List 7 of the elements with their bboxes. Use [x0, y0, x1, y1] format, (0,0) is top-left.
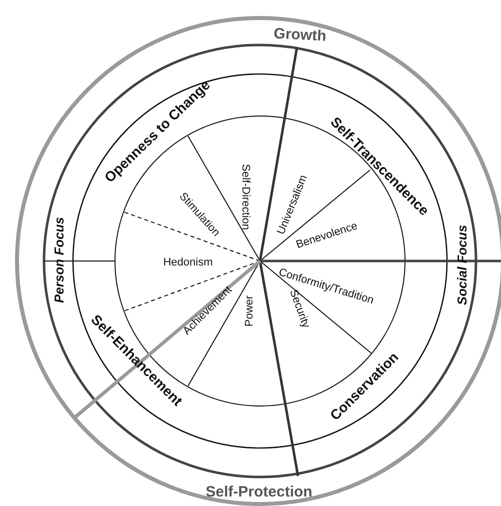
value-label: Person Focus [52, 217, 66, 303]
value-label: Self-Protection [206, 484, 312, 500]
value-label: Social Focus [456, 224, 468, 306]
value-label: Hedonism [163, 258, 213, 268]
value-label: Growth [273, 26, 327, 44]
value-label: Power [244, 295, 256, 327]
value-label: Self-Direction [240, 164, 250, 230]
